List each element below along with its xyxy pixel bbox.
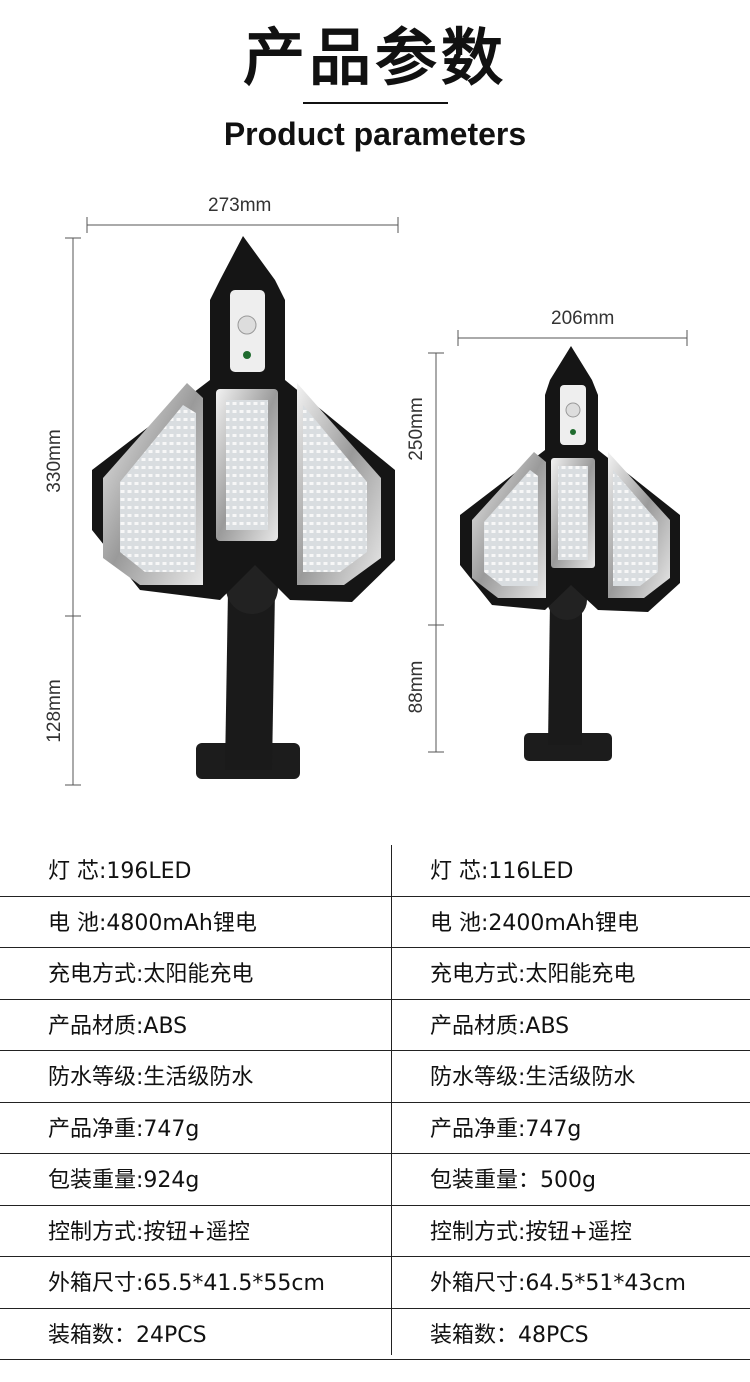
table-row: 装箱数：24PCS 装箱数：48PCS xyxy=(0,1309,750,1360)
table-row: 产品材质:ABS 产品材质:ABS xyxy=(0,1000,750,1051)
large-width-label: 273mm xyxy=(208,195,272,216)
table-row: 控制方式:按钮+遥控 控制方式:按钮+遥控 xyxy=(0,1206,750,1257)
spec-cell-right: 产品材质:ABS xyxy=(430,1013,570,1039)
table-row: 防水等级:生活级防水 防水等级:生活级防水 xyxy=(0,1051,750,1103)
table-row: 电 池:4800mAh锂电 电 池:2400mAh锂电 xyxy=(0,897,750,948)
spec-cell-left: 外箱尺寸:65.5*41.5*55cm xyxy=(48,1271,325,1296)
table-row: 外箱尺寸:65.5*41.5*55cm 外箱尺寸:64.5*51*43cm xyxy=(0,1257,750,1309)
large-lamp xyxy=(92,236,395,779)
table-row: 产品净重:747g 产品净重:747g xyxy=(0,1103,750,1154)
title-divider xyxy=(303,102,448,104)
page-title: 产品参数 xyxy=(242,21,507,94)
small-arm-height-label: 88mm xyxy=(406,660,427,714)
spec-cell-right: 充电方式:太阳能充电 xyxy=(430,962,636,987)
spec-cell-right: 灯 芯:116LED xyxy=(430,859,574,884)
spec-cell-left: 防水等级:生活级防水 xyxy=(48,1065,254,1090)
spec-cell-right: 控制方式:按钮+遥控 xyxy=(430,1219,632,1245)
spec-cell-left: 包装重量:924g xyxy=(48,1168,200,1193)
spec-cell-right: 装箱数：48PCS xyxy=(430,1322,589,1348)
spec-cell-right: 包装重量：500g xyxy=(430,1168,596,1193)
large-height-dimension xyxy=(65,237,81,786)
small-height-dimension xyxy=(428,352,444,753)
spec-cell-right: 外箱尺寸:64.5*51*43cm xyxy=(430,1271,686,1296)
large-head-height-label: 330mm xyxy=(44,429,65,493)
spec-cell-left: 装箱数：24PCS xyxy=(48,1322,207,1348)
small-head-height-label: 250mm xyxy=(406,397,427,461)
spec-cell-left: 产品净重:747g xyxy=(48,1116,200,1142)
spec-cell-left: 产品材质:ABS xyxy=(48,1013,188,1039)
spec-cell-left: 控制方式:按钮+遥控 xyxy=(48,1219,250,1245)
spec-cell-left: 电 池:4800mAh锂电 xyxy=(48,910,257,936)
table-row: 灯 芯:196LED 灯 芯:116LED xyxy=(0,845,750,897)
spec-cell-left: 充电方式:太阳能充电 xyxy=(48,962,254,987)
large-width-dimension xyxy=(86,217,399,233)
product-illustration xyxy=(65,217,688,786)
table-row: 包装重量:924g 包装重量：500g xyxy=(0,1154,750,1206)
table-column-divider xyxy=(391,845,392,1355)
small-width-label: 206mm xyxy=(551,308,615,329)
spec-cell-left: 灯 芯:196LED xyxy=(48,859,192,884)
spec-cell-right: 电 池:2400mAh锂电 xyxy=(430,910,639,936)
page-subtitle: Product parameters xyxy=(223,116,527,152)
large-arm-height-label: 128mm xyxy=(44,679,65,743)
spec-table: 灯 芯:196LED 灯 芯:116LED 电 池:4800mAh锂电 电 池:… xyxy=(0,845,750,1360)
table-row: 充电方式:太阳能充电 充电方式:太阳能充电 xyxy=(0,948,750,1000)
small-lamp xyxy=(460,346,680,761)
small-width-dimension xyxy=(457,330,688,346)
spec-cell-right: 产品净重:747g xyxy=(430,1116,582,1142)
spec-cell-right: 防水等级:生活级防水 xyxy=(430,1065,636,1090)
